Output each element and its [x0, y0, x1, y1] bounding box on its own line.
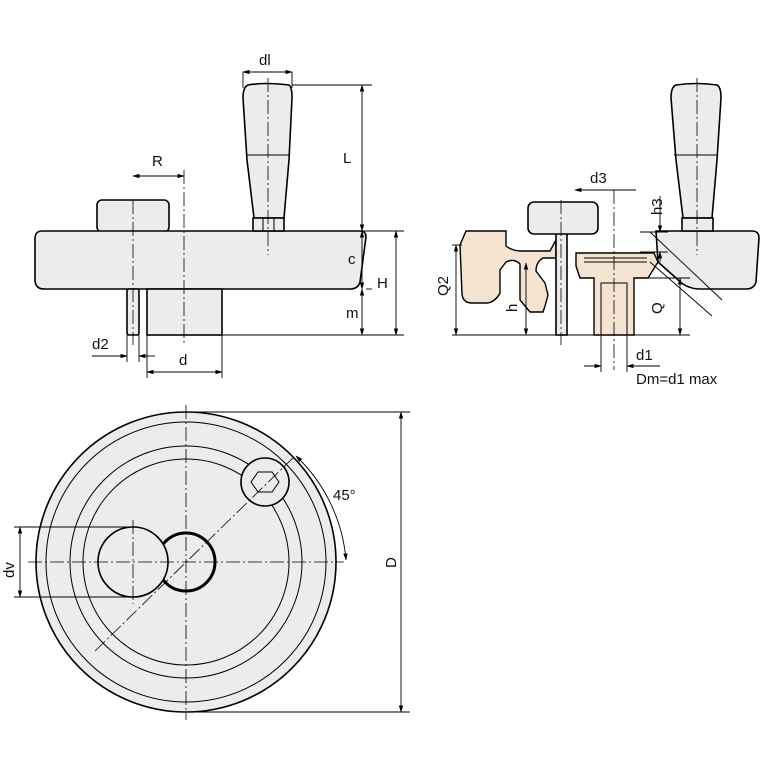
section-view-cut-body	[459, 230, 557, 313]
label-h: h	[504, 304, 521, 312]
section-view-insert	[575, 252, 659, 336]
label-dv: dv	[1, 562, 18, 578]
section-view-dimensions: d3 h3 Q2 h Q d1 Dm=d1 max	[435, 170, 723, 388]
label-dl: dl	[259, 52, 271, 69]
label-c: c	[348, 251, 356, 268]
section-view-rim-right	[655, 230, 760, 290]
front-view-handle-nut	[252, 217, 285, 232]
label-Q: Q	[649, 302, 666, 314]
label-Q2: Q2	[435, 276, 452, 296]
label-L: L	[343, 150, 351, 167]
plan-view-handle	[240, 457, 290, 507]
hex-socket-icon	[250, 471, 280, 493]
label-angle: 45°	[333, 487, 356, 504]
section-view-boss	[527, 201, 599, 235]
label-H: H	[377, 275, 388, 292]
label-d1: d1	[636, 347, 653, 364]
label-R: R	[152, 153, 163, 170]
plan-view	[28, 405, 344, 720]
front-view-rim	[34, 230, 367, 290]
label-d3: d3	[590, 170, 607, 187]
plan-view-dimensions: 45° dv D	[1, 411, 410, 713]
front-view-handle	[242, 82, 293, 219]
label-dm-note: Dm=d1 max	[636, 371, 718, 388]
label-D: D	[383, 557, 400, 568]
section-view-handle-nut	[681, 217, 714, 232]
front-view	[34, 78, 367, 345]
front-view-hub	[146, 288, 223, 336]
section-view	[459, 78, 760, 370]
front-view-dimensions: dl L R c m H d2 d	[92, 52, 404, 378]
label-h3: h3	[649, 198, 666, 215]
label-m: m	[346, 305, 359, 322]
angle-arc	[295, 455, 348, 561]
section-view-handle	[670, 82, 722, 219]
label-d: d	[179, 352, 187, 369]
section-view-pin	[555, 230, 568, 336]
label-d2: d2	[92, 336, 109, 353]
